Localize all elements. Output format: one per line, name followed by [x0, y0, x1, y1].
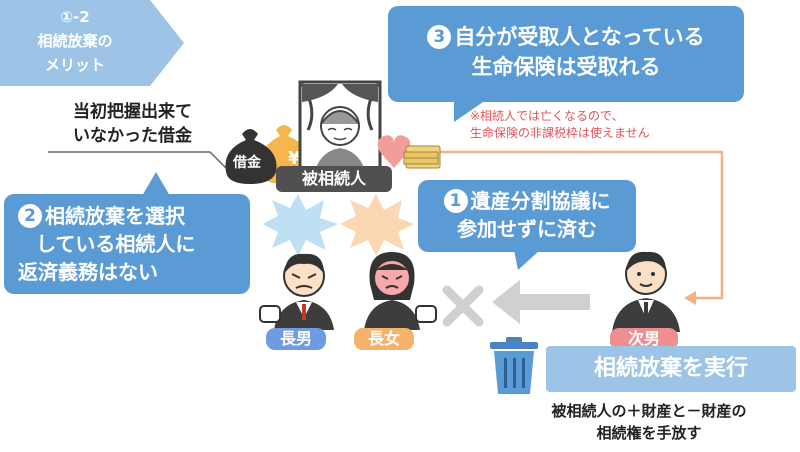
eldest-daughter-badge: 長女 — [354, 328, 414, 350]
section-title-line2: メリット — [44, 56, 105, 74]
deceased-label: 被相続人 — [276, 166, 392, 192]
bubble2-line2: している相続人に — [36, 232, 196, 256]
bubble1-number: 1 — [443, 189, 468, 213]
debt-bag-icon — [225, 129, 277, 184]
insurance-flow-arrowhead — [684, 291, 696, 305]
eldest-daughter-figure — [346, 244, 438, 330]
deceased-portrait — [298, 80, 382, 178]
insurance-note: ※相続人では亡くなるので、 生命保険の非課税枠は使えません — [470, 108, 650, 142]
second-son-figure — [600, 242, 692, 332]
note-line2: 生命保険の非課税枠は使えません — [470, 126, 650, 140]
cash-stack-icon — [403, 145, 441, 169]
bubble3-number: 3 — [427, 25, 452, 49]
reject-arrow-icon — [492, 280, 590, 324]
bottom-caption-line2: 相続権を手放す — [596, 424, 702, 442]
bubble2-line3: 返済義務はない — [18, 260, 158, 284]
eldest-son-badge: 長男 — [266, 328, 326, 350]
cross-icon — [442, 285, 484, 327]
burst-orange-icon — [340, 194, 414, 256]
bubble3-line1: 自分が受取人となっている — [454, 25, 705, 49]
debt-caption-line2: いなかった借金 — [73, 126, 192, 146]
debt-caption-leader — [48, 151, 229, 171]
bottom-caption: 被相続人の＋財産と－財産の 相続権を手放す — [498, 400, 800, 444]
second-son-badge: 次男 — [610, 328, 678, 350]
bubble3-line2: 生命保険は受取れる — [471, 55, 661, 79]
burst-blue-icon — [264, 194, 338, 256]
debt-caption-line1: 当初把握出来て — [73, 102, 192, 122]
renunciation-action-label: 相続放棄を実行 — [546, 346, 796, 392]
bubble1-line1: 遺産分割協議に — [470, 189, 611, 213]
eldest-son-figure — [258, 244, 350, 330]
heart-icon — [377, 135, 411, 168]
trash-can-icon — [490, 337, 538, 394]
insurance-money-icon — [377, 135, 441, 169]
note-line1: ※相続人では亡くなるので、 — [470, 109, 624, 123]
bubble2-line1: 相続放棄を選択 — [45, 204, 185, 228]
yen-symbol: ¥ — [288, 148, 301, 169]
anger-bursts — [264, 194, 414, 256]
bubble1-line2: 参加せずに済む — [457, 217, 597, 241]
section-tag: ①-2 相続放棄の メリット — [0, 0, 184, 86]
insurance-flow-line — [438, 150, 724, 300]
debt-bag-label: 借金 — [233, 155, 261, 171]
bubble2-number: 2 — [18, 204, 42, 228]
debt-caption: 当初把握出来て いなかった借金 — [60, 100, 205, 148]
bottom-caption-line1: 被相続人の＋財産と－財産の — [551, 402, 747, 420]
section-title-line1: 相続放棄の — [37, 32, 113, 50]
section-number: ①-2 — [60, 8, 90, 26]
